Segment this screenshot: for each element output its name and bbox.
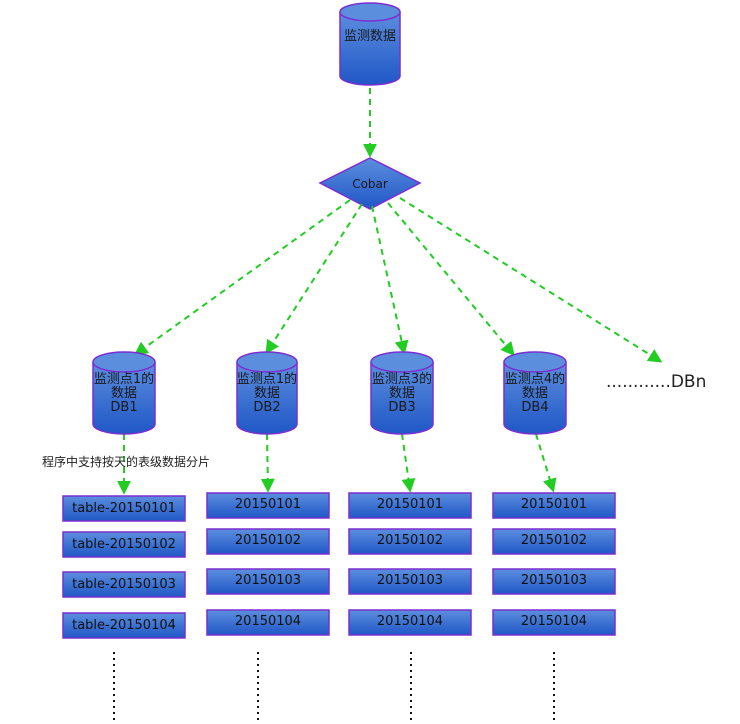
- source-database-label: 监测数据: [343, 29, 396, 44]
- db2-name-line1: 监测点1的: [236, 372, 298, 387]
- database-cylinder-db3: [370, 351, 434, 435]
- db1-name-line1: 监测点1的: [93, 372, 155, 387]
- table-label: 20150104: [234, 614, 302, 629]
- arrow-db4-to-tables: [535, 433, 557, 493]
- database-cylinder-db4: [503, 351, 567, 435]
- cobar-router-label: Cobar: [352, 177, 388, 191]
- table-label: table-20150102: [72, 537, 176, 552]
- table-box: [492, 492, 616, 519]
- table-label: 20150102: [376, 533, 444, 548]
- db1-name-line2: 数据: [110, 386, 137, 401]
- table-label: table-20150103: [72, 577, 176, 592]
- db4-name-line1: 监测点4的: [504, 372, 566, 387]
- table-label: 20150101: [520, 497, 588, 512]
- table-box: [206, 609, 330, 636]
- arrow-router-to-db3: [371, 205, 409, 355]
- arrow-db2-to-tables: [260, 433, 275, 493]
- db3-name-line3: DB3: [388, 400, 416, 415]
- table-box: [62, 531, 186, 558]
- table-box: [62, 571, 186, 598]
- db4-name-line2: 数据: [521, 386, 548, 401]
- shard-note-label: 程序中支持按天的表级数据分片: [42, 455, 211, 469]
- table-box: [492, 568, 616, 595]
- table-label: 20150104: [376, 614, 444, 629]
- table-label: 20150101: [234, 497, 302, 512]
- table-label: table-20150104: [72, 618, 176, 633]
- table-label: 20150103: [520, 573, 588, 588]
- table-box: [62, 495, 186, 522]
- table-box: [348, 609, 472, 636]
- arrow-router-to-dbn: [399, 197, 663, 363]
- table-box: [206, 492, 330, 519]
- db2-name-line3: DB2: [253, 400, 281, 415]
- table-label: 20150101: [376, 497, 444, 512]
- arrow-db3-to-tables: [401, 433, 416, 493]
- table-box: [62, 612, 186, 639]
- table-label: table-20150101: [72, 501, 176, 516]
- table-box: [348, 568, 472, 595]
- table-label: 20150102: [520, 533, 588, 548]
- database-cylinder-db2: [236, 351, 298, 435]
- db3-name-line2: 数据: [388, 386, 415, 401]
- table-box: [492, 609, 616, 636]
- table-box: [206, 528, 330, 555]
- source-database-cylinder: [339, 2, 401, 86]
- arrow-router-to-db1: [133, 199, 351, 356]
- db4-name-line3: DB4: [521, 400, 549, 415]
- db2-name-line2: 数据: [253, 386, 280, 401]
- table-label: 20150103: [376, 573, 444, 588]
- more-databases-label: ............DBn: [606, 372, 707, 392]
- cobar-router-diamond: [318, 157, 422, 210]
- table-label: 20150104: [520, 614, 588, 629]
- table-label: 20150102: [234, 533, 302, 548]
- table-box: [348, 528, 472, 555]
- db3-name-line1: 监测点3的: [371, 372, 433, 387]
- table-label: 20150103: [234, 573, 302, 588]
- arrow-router-to-db2: [265, 203, 363, 355]
- table-box: [492, 528, 616, 555]
- db1-name-line3: DB1: [110, 400, 138, 415]
- table-box: [206, 568, 330, 595]
- table-box: [348, 492, 472, 519]
- database-cylinder-db1: [92, 351, 156, 435]
- arrow-router-to-db4: [387, 202, 515, 357]
